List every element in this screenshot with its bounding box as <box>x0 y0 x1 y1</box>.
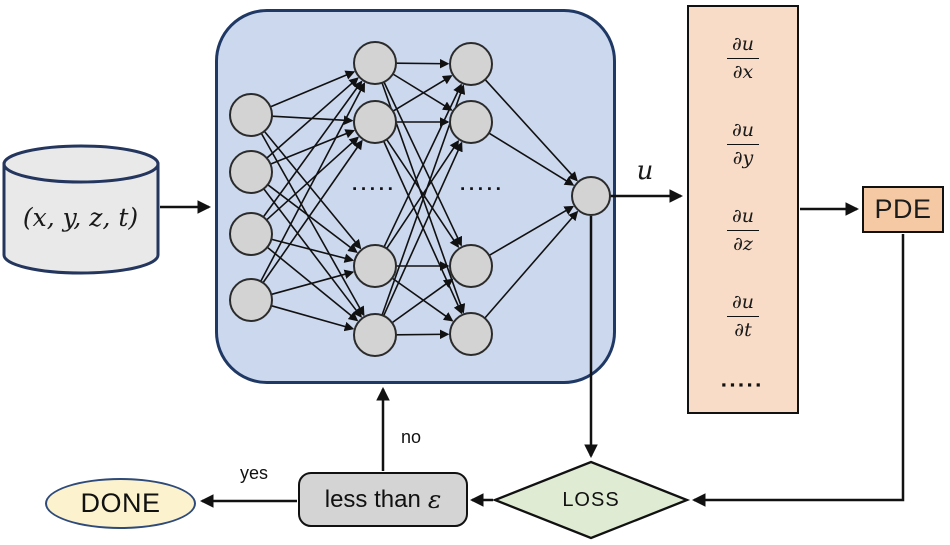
derivative-numerator: ∂u <box>731 119 755 141</box>
pde-label: PDE <box>874 194 932 224</box>
epsilon-symbol: ε <box>427 485 442 514</box>
network-node <box>449 312 493 356</box>
hidden-layers-ellipsis-right: ▪▪▪▪▪ <box>460 183 506 195</box>
loss-label: LOSS <box>562 489 620 511</box>
threshold-node: less than ε <box>298 472 468 527</box>
network-node <box>229 93 273 137</box>
input-coordinates-label: (x, y, z, t) <box>22 203 139 232</box>
flow-arrows <box>160 189 905 508</box>
network-node <box>449 244 493 288</box>
derivatives-ellipsis: ▪▪▪▪▪ <box>721 377 765 392</box>
data-cylinder-icon <box>2 144 160 275</box>
done-label: DONE <box>80 488 161 518</box>
network-node <box>229 150 273 194</box>
derivative-du-dz: ∂u ∂z <box>726 205 760 256</box>
pde-node: PDE <box>862 186 944 233</box>
derivative-du-dy: ∂u ∂y <box>726 119 760 170</box>
network-node <box>571 176 611 216</box>
network-node <box>353 244 397 288</box>
threshold-text: less than <box>324 485 421 513</box>
arrow-pde-to-loss <box>691 234 905 507</box>
derivative-denominator: ∂x <box>726 57 760 84</box>
derivative-numerator: ∂u <box>731 291 755 313</box>
derivative-numerator: ∂u <box>731 33 755 55</box>
derivative-du-dt: ∂u ∂t <box>726 291 760 342</box>
done-node: DONE <box>45 478 196 529</box>
network-node <box>449 42 493 86</box>
network-node <box>353 100 397 144</box>
derivative-denominator: ∂t <box>726 315 760 342</box>
network-node <box>229 278 273 322</box>
loss-diamond <box>491 460 691 540</box>
network-node <box>449 100 493 144</box>
derivatives-panel: ∂u ∂x ∂u ∂y ∂u ∂z ∂u ∂t ▪▪▪▪▪ <box>687 5 799 414</box>
derivative-numerator: ∂u <box>731 205 755 227</box>
neural-network-panel <box>215 9 616 384</box>
branch-no-label: no <box>401 427 422 447</box>
derivative-du-dx: ∂u ∂x <box>726 33 760 84</box>
hidden-layers-ellipsis-left: ▪▪▪▪▪ <box>352 183 398 195</box>
branch-yes-label: yes <box>239 463 268 483</box>
network-node <box>353 41 397 85</box>
neural-network-graph <box>229 41 611 357</box>
network-node <box>353 313 397 357</box>
network-node <box>229 212 273 256</box>
derivative-denominator: ∂z <box>726 229 760 256</box>
derivative-denominator: ∂y <box>726 143 760 170</box>
network-output-label: u <box>636 156 654 186</box>
